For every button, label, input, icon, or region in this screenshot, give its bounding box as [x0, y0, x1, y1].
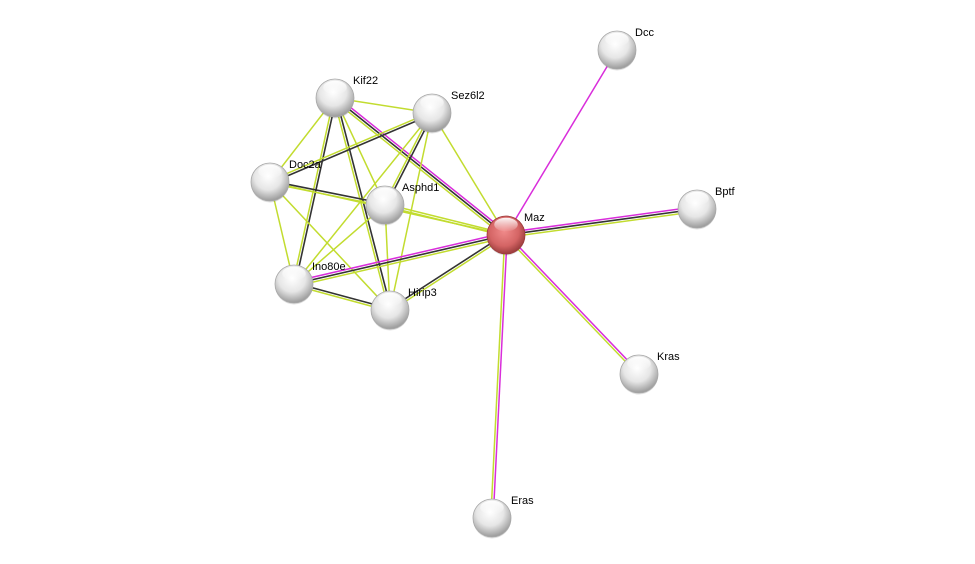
edge-sez6l2-maz[interactable] [431, 112, 507, 236]
node-dcc[interactable]: Dcc [597, 27, 654, 71]
edge-kif22-ino80e[interactable] [292, 97, 337, 285]
node-label: Kif22 [353, 75, 378, 87]
edge-line-textmining [385, 203, 507, 235]
edge-ino80e-maz[interactable] [293, 231, 507, 288]
node-kras[interactable]: Kras [619, 351, 680, 395]
edge-line-experiments [492, 235, 508, 519]
node-highlight [627, 356, 651, 371]
edge-line-textmining [384, 205, 506, 237]
edge-line-textmining [431, 112, 507, 236]
node-label: Asphd1 [402, 182, 439, 194]
node-hirip3[interactable]: Hirip3 [370, 287, 437, 331]
edge-line-textmining [293, 204, 386, 285]
node-highlight [258, 164, 282, 179]
edge-line-experiments [505, 205, 697, 234]
node-bptf[interactable]: Bptf [677, 186, 736, 230]
node-sez6l2[interactable]: Sez6l2 [412, 90, 485, 134]
edge-line-textmining [490, 234, 506, 518]
node-doc2a[interactable]: Doc2a [250, 159, 322, 203]
node-highlight [685, 191, 709, 206]
node-label: Dcc [635, 27, 654, 39]
edge-line-experiments [505, 49, 618, 236]
node-highlight [494, 217, 518, 232]
node-highlight [323, 80, 347, 95]
node-kif22[interactable]: Kif22 [315, 75, 378, 119]
edge-line-experiments [336, 95, 508, 234]
edge-line-textmining [504, 235, 639, 376]
edge-line-coexpression [505, 208, 698, 236]
node-asphd1[interactable]: Asphd1 [365, 182, 439, 226]
edge-doc2a-hirip3[interactable] [269, 181, 391, 311]
edge-line-textmining [294, 236, 507, 288]
edge-line-textmining [389, 112, 433, 311]
edge-asphd1-ino80e[interactable] [293, 204, 386, 285]
edge-line-textmining [333, 99, 505, 238]
node-highlight [373, 187, 397, 202]
edge-sez6l2-hirip3[interactable] [389, 112, 433, 311]
node-label: Doc2a [289, 159, 322, 171]
edge-line-coexpression [294, 98, 337, 285]
edge-line-coexpression [293, 234, 507, 285]
edge-asphd1-maz[interactable] [384, 203, 507, 237]
edge-hirip3-maz[interactable] [388, 233, 508, 312]
node-highlight [420, 95, 444, 110]
node-label: Eras [511, 495, 534, 507]
edge-sez6l2-doc2a[interactable] [269, 111, 433, 184]
node-maz[interactable]: Maz [486, 212, 545, 256]
edge-line-textmining [292, 97, 335, 284]
node-label: Ino80e [312, 261, 346, 273]
node-label: Bptf [715, 186, 736, 198]
edge-line-coexpression [388, 233, 506, 310]
edge-line-experiments [506, 233, 641, 374]
edge-line-coexpression [270, 113, 433, 184]
edge-line-textmining [333, 98, 390, 311]
node-eras[interactable]: Eras [472, 495, 534, 539]
edge-line-textmining [269, 181, 391, 311]
node-highlight [480, 500, 504, 515]
node-ino80e[interactable]: Ino80e [274, 261, 346, 305]
edge-line-textmining [334, 97, 386, 206]
edge-maz-eras[interactable] [490, 234, 508, 519]
node-label: Hirip3 [408, 287, 437, 299]
edge-line-textmining [506, 210, 698, 239]
edge-maz-kras[interactable] [504, 233, 641, 376]
edge-line-textmining [269, 111, 432, 182]
node-label: Maz [524, 212, 545, 224]
edge-line-experiments [293, 231, 506, 283]
edge-maz-bptf[interactable] [505, 205, 698, 239]
node-label: Kras [657, 351, 680, 363]
edge-sez6l2-ino80e[interactable] [293, 112, 433, 285]
edge-line-coexpression [270, 180, 386, 205]
node-label: Sez6l2 [451, 90, 485, 102]
node-highlight [378, 292, 402, 307]
edge-layer [269, 49, 698, 519]
edge-line-textmining [390, 235, 508, 312]
edge-line-textmining [293, 112, 433, 285]
node-highlight [282, 266, 306, 281]
edge-kif22-asphd1[interactable] [334, 97, 386, 206]
edge-maz-dcc[interactable] [505, 49, 618, 236]
node-highlight [605, 32, 629, 47]
